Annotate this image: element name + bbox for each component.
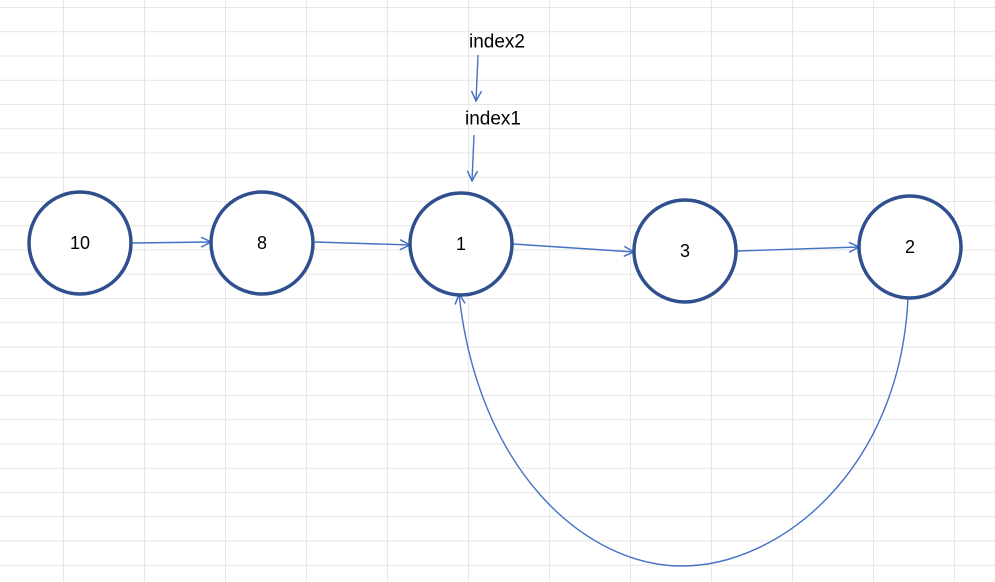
node-3: 3 [632,198,738,304]
node-circle [857,194,963,300]
edge-2-back-to-1 [459,294,909,567]
node-circle [27,190,133,296]
node-circle [209,190,315,296]
node-10: 10 [27,190,133,296]
node-8: 8 [209,190,315,296]
edge-8-to-1 [314,242,410,245]
node-label: 3 [680,241,690,261]
pointer-label-index1: index1 [465,109,521,130]
pointer-arrow-index1 [472,134,474,181]
node-label: 10 [70,233,90,253]
node-label: 8 [257,233,267,253]
node-label: 1 [456,234,466,254]
node-circle [632,198,738,304]
pointer-label-index2: index2 [469,32,525,53]
pointer-arrow-index2 [476,54,478,101]
node-label: 2 [905,237,915,257]
edge-10-to-8 [132,242,211,243]
node-circle [408,191,514,297]
node-1: 1 [408,191,514,297]
node-2: 2 [857,194,963,300]
edge-3-to-2 [736,247,859,251]
edge-1-to-3 [512,243,634,252]
